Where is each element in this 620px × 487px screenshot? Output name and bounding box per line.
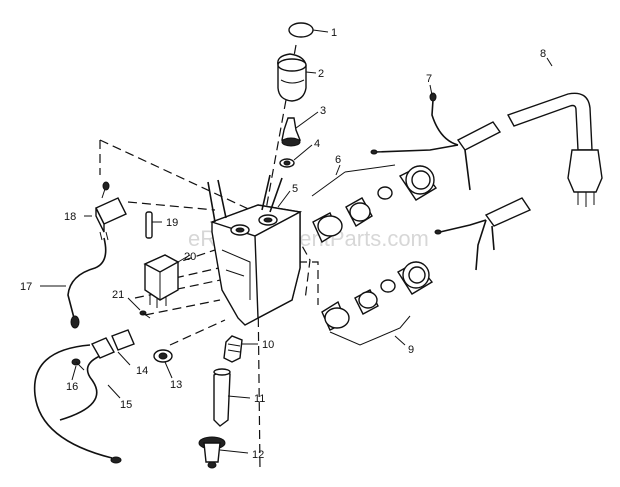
part-4-nut	[279, 158, 295, 168]
callout-labels: 1 2 3 4 5 6 7 8 9 10 11 12 13 14 15 16 1…	[20, 27, 546, 461]
callout-19: 19	[166, 217, 178, 229]
part-18-toggle-switch	[95, 181, 127, 241]
part-1-cap	[288, 22, 314, 38]
part-8-power-cord	[506, 92, 603, 207]
part-9-strain-relief	[321, 261, 434, 346]
part-20-relay	[143, 254, 180, 308]
part-11-rod	[213, 368, 231, 427]
callout-7: 7	[426, 73, 432, 85]
part-10-bushing	[223, 335, 243, 363]
callout-11: 11	[254, 393, 265, 405]
callout-13: 13	[170, 379, 182, 391]
callout-12: 12	[252, 449, 264, 461]
callout-6: 6	[335, 154, 341, 166]
callout-8: 8	[540, 48, 546, 60]
callout-9: 9	[408, 344, 414, 356]
part-21-screw	[139, 310, 151, 319]
part-7-wire-lead	[370, 92, 502, 191]
part-13-washer	[153, 349, 173, 363]
lower-wire-lead	[434, 197, 532, 271]
callout-20: 20	[184, 251, 196, 263]
callout-3: 3	[320, 105, 326, 117]
part-12-terminal	[198, 436, 226, 469]
part-17-lead-wire	[67, 237, 107, 329]
part-2-boot	[277, 53, 307, 102]
part-15-sensor-lead	[33, 337, 122, 464]
part-6-strain-relief	[311, 164, 438, 244]
callout-5: 5	[292, 183, 298, 195]
callout-14: 14	[136, 365, 148, 377]
callout-2: 2	[318, 68, 324, 80]
part-16-screw	[71, 358, 85, 371]
callout-21: 21	[112, 289, 124, 301]
callout-10: 10	[262, 339, 274, 351]
callout-18: 18	[64, 211, 76, 223]
part-5-switch-box	[207, 174, 303, 326]
callout-1: 1	[331, 27, 337, 39]
callout-15: 15	[120, 399, 132, 411]
part-19-fuse	[145, 211, 153, 239]
callout-17: 17	[20, 281, 32, 293]
part-14-plate	[111, 329, 135, 351]
callout-leader-lines	[40, 29, 553, 454]
callout-4: 4	[314, 138, 320, 150]
part-3-toggle	[281, 117, 302, 147]
callout-16: 16	[66, 381, 78, 393]
